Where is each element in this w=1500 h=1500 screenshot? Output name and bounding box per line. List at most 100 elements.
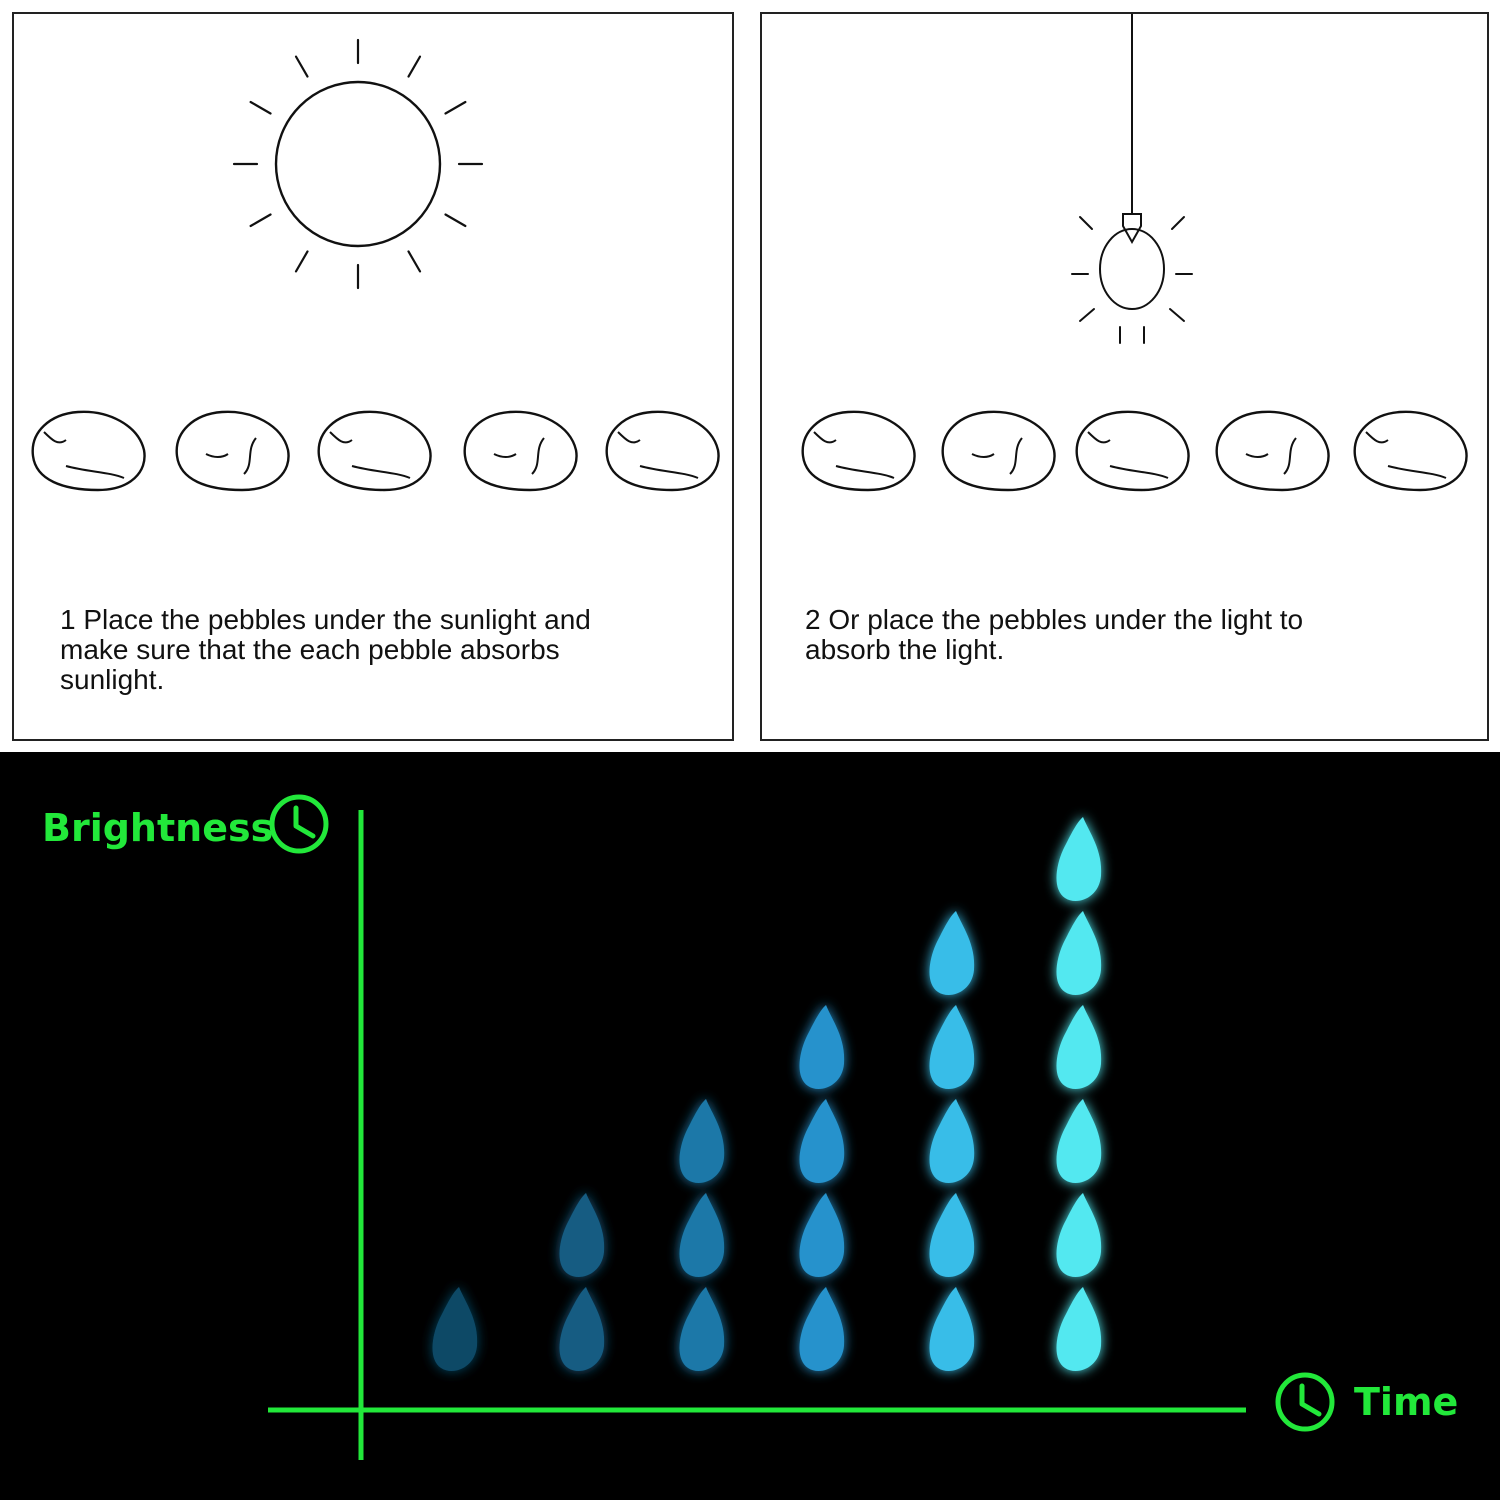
sun-ray [294,55,309,78]
pebble-crack [1365,431,1389,444]
pebble-crack [813,431,837,444]
pebble-crack [43,431,67,444]
pebble-crack [1245,453,1269,458]
clock-face [1275,1372,1335,1432]
pebble-row [31,410,720,492]
bulb-ray [1171,216,1185,230]
pebble-crack [1109,465,1169,479]
step-1-caption: 1 Place the pebbles under the sunlight a… [60,604,591,695]
bulb-ray [1169,308,1185,322]
step-2-panel: 2 Or place the pebbles under the light t… [760,12,1489,741]
glowing-pebble [799,1005,845,1090]
pebble-outline [317,410,432,492]
pebble [1215,410,1330,492]
glow-chart: Brightness Time [0,752,1500,1500]
pebble [801,410,916,492]
pebble-crack [531,437,545,475]
sun-disc [274,80,442,248]
clock-icon [269,794,329,854]
glowing-pebble [1056,1287,1102,1372]
pebble-column [559,1193,605,1372]
pebble-outline [175,410,290,492]
glowing-pebble [799,1193,845,1278]
bulb-ray [1079,216,1093,230]
glowing-pebble [432,1287,478,1372]
glow-chart-canvas [268,794,1335,1460]
glowing-pebble [1056,1099,1102,1184]
sun-ray [407,250,422,273]
pebble-crack [971,453,995,458]
glowing-pebble [929,1099,975,1184]
glowing-pebble [1056,817,1102,902]
bulb-ray [1079,308,1095,322]
sun-ray [249,213,272,228]
light-bulb-icon [1071,14,1193,344]
glowing-pebble [679,1099,725,1184]
pebble [941,410,1056,492]
pebble-outline [463,410,578,492]
pebble-outline [1075,410,1190,492]
pebble [317,410,432,492]
glowing-pebble [799,1099,845,1184]
clock-hands [1299,1383,1322,1417]
pebble-crack [1009,437,1023,475]
pebble [605,410,720,492]
step-2-caption: 2 Or place the pebbles under the light t… [805,604,1304,665]
glowing-pebble [559,1193,605,1278]
pebble [31,410,146,492]
glowing-pebble [559,1287,605,1372]
glowing-pebble [929,1005,975,1090]
pebble-column [679,1099,725,1372]
clock-hands [293,805,316,839]
sun-ray [294,250,309,273]
pebble-crack [639,465,699,479]
pebble-crack [329,431,353,444]
pebble-outline [941,410,1056,492]
pebble-crack [1087,431,1111,444]
sunlight-illustration [31,38,720,492]
glowing-pebble [1056,1005,1102,1090]
pebble-row [801,410,1468,492]
pebble [463,410,578,492]
clock-face [269,794,329,854]
pebble-crack [351,465,411,479]
sun-ray [407,55,422,78]
glowing-pebble [679,1287,725,1372]
pebble-crack [835,465,895,479]
sun-ray [444,100,467,115]
glowing-pebble [799,1287,845,1372]
glowing-pebble [679,1193,725,1278]
pebble-crack [65,465,125,479]
clock-icon [1275,1372,1335,1432]
glowing-pebble [1056,911,1102,996]
sun-icon [232,38,484,290]
sun-ray [249,100,272,115]
pebble-outline [801,410,916,492]
bulb-glass [1099,228,1165,310]
pebble-column [1056,817,1102,1372]
lamp-illustration [801,14,1468,492]
sun-ray [444,213,467,228]
pebble-crack [205,453,229,458]
glowing-pebble [929,911,975,996]
glowing-pebbles [432,817,1102,1372]
pebble-column [432,1287,478,1372]
pebble-crack [243,437,257,475]
step-1-panel: 1 Place the pebbles under the sunlight a… [12,12,734,741]
pebble-outline [605,410,720,492]
pebble-outline [31,410,146,492]
pebble-outline [1353,410,1468,492]
instructions-area: 1 Place the pebbles under the sunlight a… [12,12,1489,741]
pebble-column [799,1005,845,1372]
pebble [1353,410,1468,492]
glowing-pebble [929,1193,975,1278]
x-axis-label: Time [1354,1380,1459,1424]
pebble-column [929,911,975,1372]
glowing-pebble [929,1287,975,1372]
pebble-crack [1283,437,1297,475]
glowing-pebble [1056,1193,1102,1278]
pebble [1075,410,1190,492]
y-axis-label: Brightness [42,806,274,850]
pebble-crack [1387,465,1447,479]
pebble-crack [493,453,517,458]
